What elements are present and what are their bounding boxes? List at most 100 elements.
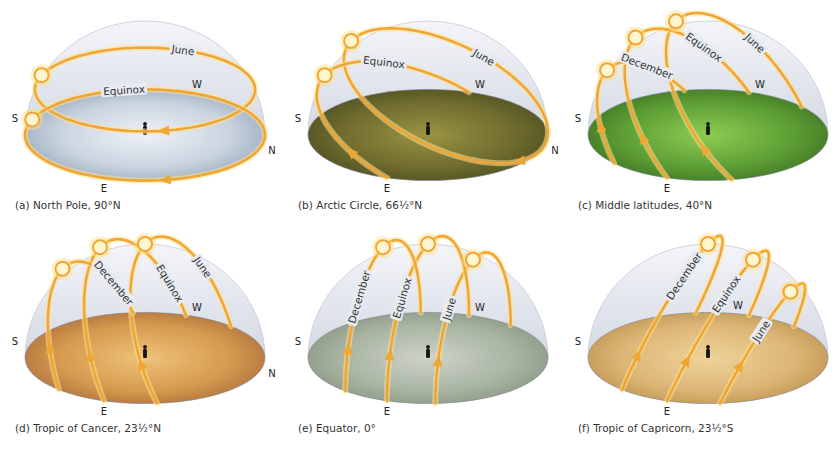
compass-label: S — [295, 336, 301, 348]
sun-path — [84, 239, 186, 401]
panel-caption: (a) North Pole, 90°N — [15, 199, 121, 211]
sun-path-glow — [666, 13, 802, 180]
sun-path — [387, 236, 469, 401]
sun-path-label: June — [439, 295, 458, 324]
sun-path-label: June — [469, 45, 498, 69]
sun-path-label: Equinox — [389, 274, 414, 321]
observer-head — [426, 345, 430, 349]
sun-path-label: June — [741, 30, 769, 57]
sun-path-glow — [625, 29, 749, 178]
compass-label: N — [551, 145, 558, 157]
direction-arrowhead — [513, 155, 526, 165]
sun-path — [344, 28, 548, 163]
compass-label: S — [12, 336, 18, 348]
sun-path — [25, 89, 265, 180]
sun-path-glow — [35, 48, 255, 132]
compass-label: W — [475, 302, 485, 314]
sun-glow — [417, 233, 439, 255]
sun-symbol — [56, 262, 70, 276]
sun-path-glow — [130, 237, 231, 404]
compass-label: N — [268, 368, 275, 380]
observer-head — [143, 345, 147, 349]
direction-arrowhead — [86, 349, 96, 362]
panel-illustration — [588, 10, 828, 180]
sun-path — [345, 240, 420, 391]
compass-label: E — [384, 183, 390, 195]
observer-head — [143, 122, 147, 126]
sun-symbol — [376, 240, 390, 254]
sun-path-glow — [345, 240, 420, 391]
direction-arrowhead — [680, 355, 690, 368]
sun-glow — [314, 64, 336, 86]
compass-label: N — [268, 145, 275, 157]
direction-arrowhead — [433, 355, 443, 368]
sun-symbol — [466, 253, 480, 267]
sun-glow — [372, 236, 394, 258]
panel-illustration — [25, 233, 265, 404]
direction-arrowhead — [384, 348, 394, 361]
ground-disc — [25, 89, 265, 180]
direction-arrowhead — [343, 342, 353, 355]
sun-glow — [596, 59, 618, 81]
sun-path — [666, 13, 802, 180]
sun-path — [435, 253, 510, 404]
sun-symbol — [344, 34, 358, 48]
compass-label: E — [101, 406, 107, 418]
sun-path-glow — [344, 28, 548, 163]
direction-arrowhead — [700, 143, 711, 156]
compass-label: S — [295, 113, 301, 125]
ground-disc — [588, 89, 828, 180]
sun-path-label: December — [617, 50, 676, 82]
panel-caption: (b) Arctic Circle, 66½°N — [298, 199, 422, 211]
observer-body — [143, 349, 147, 358]
compass-label: W — [192, 302, 202, 314]
sun-symbol — [629, 31, 643, 45]
compass-label: E — [384, 406, 390, 418]
sun-path-label: June — [168, 42, 196, 58]
observer-body — [426, 126, 430, 135]
panel-illustration — [588, 233, 828, 404]
sun-path-glow — [622, 236, 723, 390]
sun-path-label: Equinox — [153, 260, 187, 305]
sun-path-label: December — [345, 267, 373, 326]
compass-label: E — [101, 183, 107, 195]
panel-caption: (d) Tropic of Cancer, 23½°N — [15, 422, 161, 434]
sun-glow — [742, 249, 764, 271]
sun-glow — [665, 10, 687, 32]
compass-label: W — [475, 79, 485, 91]
sun-symbol — [421, 237, 435, 251]
panel-illustration — [308, 21, 548, 181]
observer-head — [706, 122, 710, 126]
sun-glow — [52, 258, 74, 280]
observer-body — [706, 349, 710, 358]
direction-arrowhead — [159, 175, 171, 185]
sun-path-label: June — [190, 253, 215, 282]
sun-symbol — [784, 285, 798, 299]
sun-glow — [31, 64, 53, 86]
panel-caption: (f) Tropic of Capricorn, 23½°S — [578, 422, 734, 434]
sun-symbol — [318, 68, 332, 82]
sun-glow — [625, 27, 647, 49]
sun-path-label: Equinox — [360, 54, 407, 71]
compass-label: W — [733, 300, 743, 312]
sun-symbol — [669, 14, 683, 28]
compass-label: S — [12, 113, 18, 125]
observer-head — [706, 345, 710, 349]
direction-arrowhead — [157, 125, 169, 135]
sun-symbol — [35, 68, 49, 82]
sun-symbol — [701, 237, 715, 251]
direction-arrowhead — [631, 349, 641, 362]
sun-path-glow — [317, 62, 469, 178]
sun-symbol — [746, 253, 760, 267]
direction-arrowhead — [640, 132, 650, 145]
sun-symbol — [138, 237, 152, 251]
ground-disc — [308, 89, 548, 180]
sun-glow — [89, 236, 111, 258]
sun-path-glow — [25, 89, 265, 180]
sun-path — [625, 29, 749, 178]
observer-head — [426, 122, 430, 126]
sun-path-label: June — [749, 316, 774, 345]
observer-body — [706, 126, 710, 135]
sun-path-label: Equinox — [101, 83, 148, 98]
